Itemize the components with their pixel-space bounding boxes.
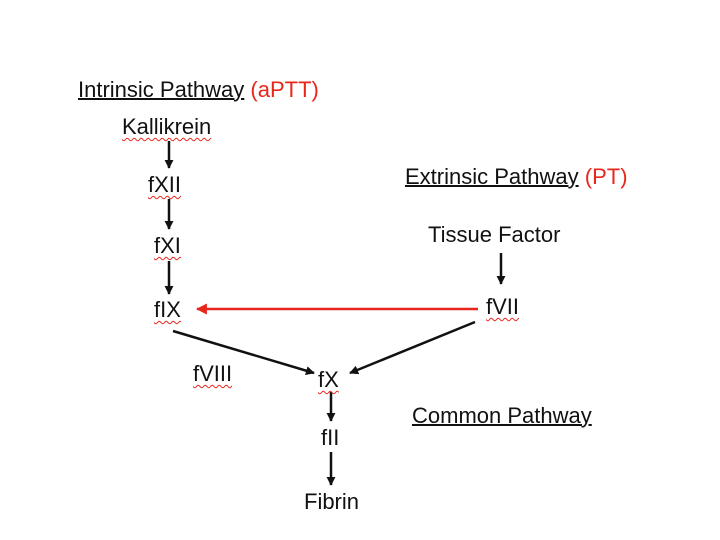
intrinsic-pathway-header: Intrinsic Pathway (aPTT) (78, 77, 319, 103)
node-fibrin: Fibrin (304, 489, 360, 514)
node-fvii: fVII (486, 294, 520, 319)
intrinsic-pathway-title: Intrinsic Pathway (78, 77, 245, 102)
arrow-fvii-to-fx (349, 320, 476, 375)
node-kallikrein: Kallikrein (122, 114, 212, 139)
cofactor-fviii: fVIII (193, 361, 233, 386)
aptt-label: (aPTT) (250, 77, 319, 102)
common-pathway-header: Common Pathway (412, 403, 592, 429)
extrinsic-pathway-title: Extrinsic Pathway (405, 164, 579, 189)
node-fx: fX (318, 367, 339, 392)
extrinsic-pathway-header: Extrinsic Pathway (PT) (405, 164, 628, 190)
node-fxii: fXII (148, 172, 182, 197)
node-tissue-factor: Tissue Factor (428, 222, 561, 247)
arrow-fix-to-fx (172, 329, 315, 376)
node-fxi: fXI (154, 233, 181, 258)
common-pathway-title: Common Pathway (412, 403, 592, 428)
node-fix: fIX (154, 297, 181, 322)
pt-label: (PT) (584, 164, 628, 189)
node-fii: fII (321, 425, 340, 450)
